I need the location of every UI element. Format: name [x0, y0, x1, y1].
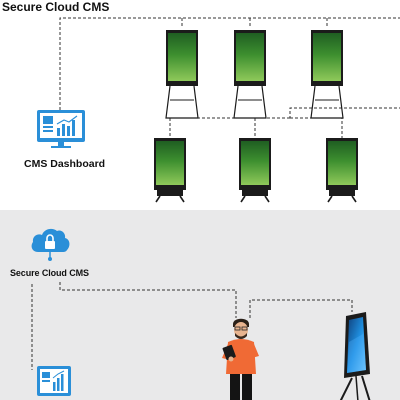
cms-dashboard-label: CMS Dashboard — [24, 158, 106, 170]
digital-signage-icon — [154, 138, 186, 203]
top-right-drop — [289, 107, 400, 118]
cloud-lock-icon — [31, 228, 70, 261]
bottom-cloud-link — [59, 282, 237, 318]
bottom-kiosk-link — [249, 299, 353, 318]
bottom-connection-lines — [31, 282, 353, 370]
digital-signage-icon — [310, 30, 344, 119]
person-tablet-icon — [222, 318, 259, 400]
digital-signage-icon — [326, 138, 358, 203]
top-connection-lines — [59, 17, 400, 138]
top-cloud-link — [59, 17, 400, 110]
middle-link — [290, 117, 343, 138]
digital-signage-icon — [165, 30, 199, 119]
middle-link — [254, 117, 290, 138]
digital-signage-icon — [239, 138, 271, 203]
middle-link — [169, 117, 290, 138]
secure-cloud-cms-label: Secure Cloud CMS — [10, 268, 89, 278]
monitor-chart-icon — [37, 110, 85, 148]
digital-signage-icon — [233, 30, 267, 119]
digital-signage-icon — [339, 312, 371, 400]
secure-cloud-cms-label: Secure Cloud CMS — [2, 0, 110, 14]
monitor-chart-icon — [37, 366, 71, 396]
